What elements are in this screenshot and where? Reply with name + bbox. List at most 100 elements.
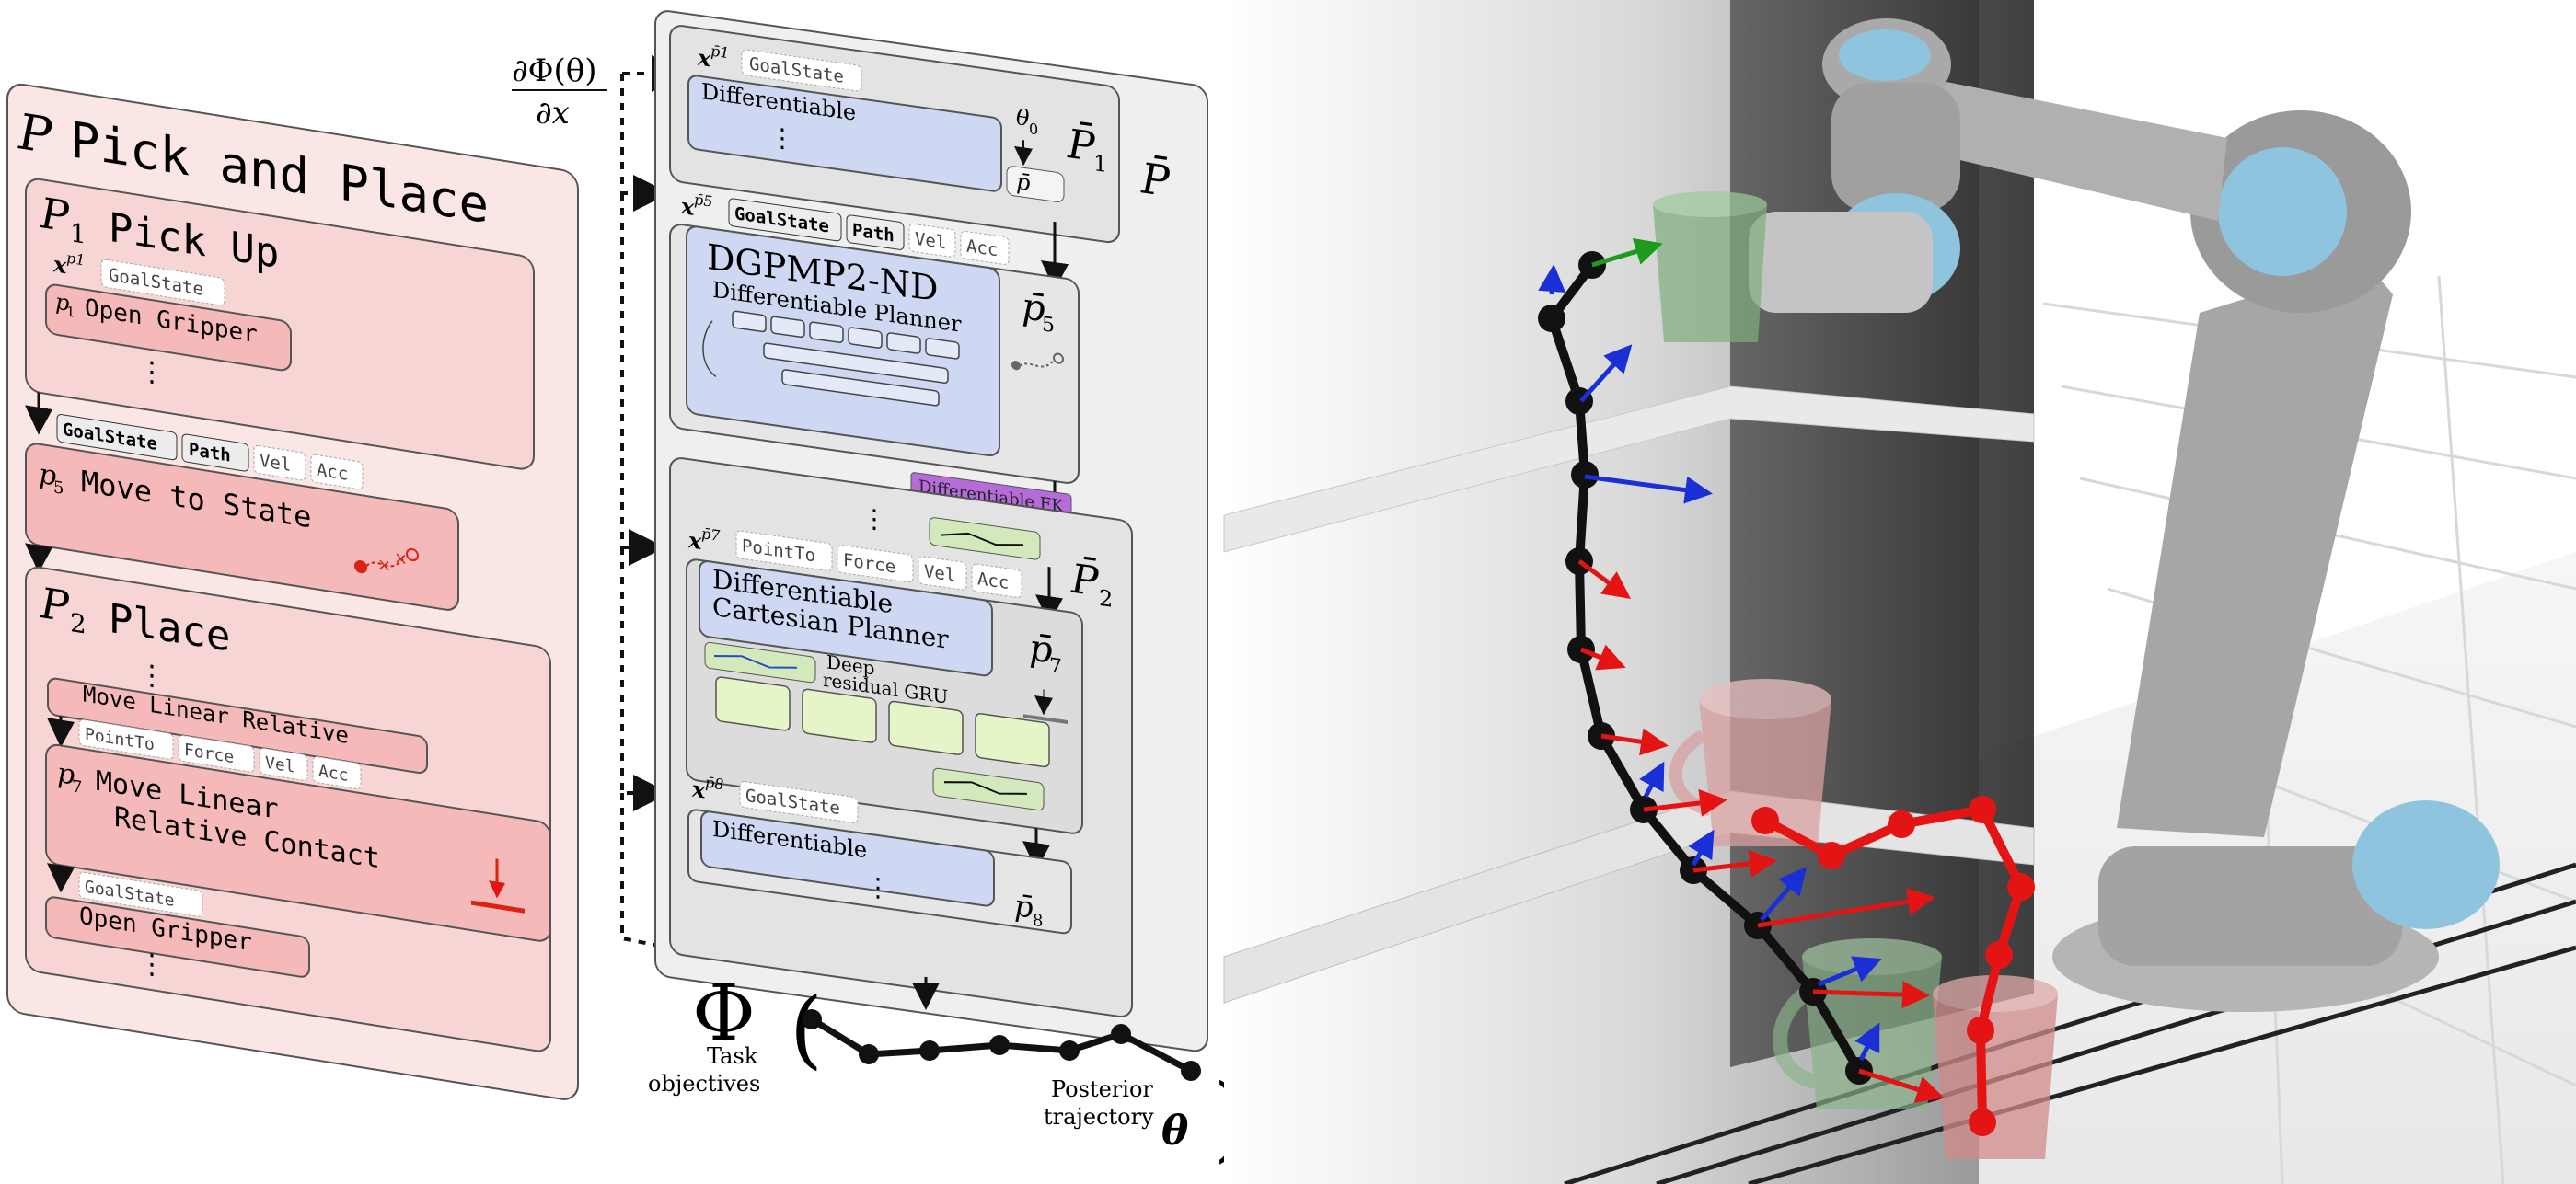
trajectory-glyph-grey-icon (1011, 352, 1064, 371)
x-p8-sup: p̄8 (705, 774, 723, 794)
op-p7-sym: p (57, 757, 75, 792)
trajectory-glyph-icon: × × (354, 547, 419, 576)
tag-acc-p5: Acc (317, 459, 348, 485)
x-pbar1-sup: p̄1 (710, 42, 729, 63)
right-ellipsis-3: ⋮ (865, 870, 891, 904)
left-paren: ( (790, 980, 823, 1078)
black-trajectory-waypoint (1571, 461, 1599, 489)
posterior-trajectory-waypoint (802, 1009, 822, 1029)
task-line2: objectives (648, 1071, 760, 1097)
gru-blocks (715, 676, 1050, 768)
robot-trajectory-black (1538, 251, 1873, 1085)
tag-vel-pbar7: Vel (924, 560, 955, 586)
op-p5-box (25, 443, 459, 611)
x-p7-sup: p̄7 (701, 524, 721, 545)
op-p1-box (45, 283, 292, 372)
pbar1-sub: 1 (1093, 150, 1107, 178)
left-program-panel: P Pick and Place P 1 Pick Up x p1 GoalSt… (6, 83, 579, 1100)
posterior-trajectory-waypoint (859, 1044, 879, 1064)
right-ellipsis-1: ⋮ (769, 121, 795, 155)
posterior-trajectory-waypoint (1111, 1024, 1131, 1044)
p8-symbol: p̄ (1014, 888, 1033, 925)
pbar2-sub: 2 (1099, 585, 1113, 613)
left-ellipsis-2: ⋮ (138, 658, 166, 695)
subprogram-p2-symbol: P (40, 578, 70, 632)
left-ellipsis-3: ⋮ (138, 947, 166, 983)
theta0-sym: θ (1016, 104, 1030, 132)
red-trajectory-waypoint (1818, 842, 1845, 869)
pbar1-symbol: P̄ (1067, 119, 1096, 171)
planner5-network-icon (702, 310, 960, 407)
subprogram-p1-sub: 1 (70, 217, 87, 250)
tag-acc-pbar7: Acc (977, 568, 1009, 593)
tag-goalstate-p1 (100, 259, 225, 306)
black-trajectory-line (1547, 261, 1864, 1074)
robot-trajectory-red (1751, 796, 2035, 1136)
red-trajectory-waypoint (1888, 810, 1915, 838)
posterior-trajectory-waypoint (1181, 1061, 1201, 1081)
frame-arrows (1538, 237, 1945, 1103)
subprogram-p2-sub: 2 (70, 607, 87, 640)
p5-sub: 5 (1042, 312, 1055, 338)
red-trajectory-waypoint (1985, 941, 2013, 969)
op-p1-sub: 1 (66, 303, 75, 320)
p7-sub: 7 (1049, 653, 1062, 679)
red-trajectory-waypoint (1969, 1109, 1996, 1136)
right-program-panel: P̄ P̄ 1 x p̄1 GoalState Differentiable ⋮… (654, 10, 1208, 1052)
x-p5-sym: x (680, 192, 695, 221)
program-p-symbol: P (17, 102, 53, 166)
x-p8-sym: x (691, 776, 706, 804)
tag-vel-p7: Vel (265, 753, 295, 777)
posterior-trajectory-waypoint (919, 1040, 940, 1061)
posterior-line1: Posterior (1051, 1076, 1153, 1102)
x-pbar1-sym: x (697, 44, 711, 73)
left-ellipsis-1: ⋮ (138, 354, 166, 391)
red-trajectory-waypoint (1751, 807, 1779, 834)
tag-acc-pbar5: Acc (966, 236, 998, 261)
op-p7-box (45, 743, 551, 942)
gradient-numerator: ∂Φ(θ) (512, 52, 596, 89)
svg-text:×: × (394, 548, 408, 569)
x-p1-sup: p1 (66, 248, 85, 269)
task-line1: Task (707, 1043, 758, 1069)
posterior-trajectory-waypoint (1059, 1040, 1080, 1061)
red-trajectory-waypoint (2007, 873, 2035, 901)
mug-pink-shelf (1669, 679, 1831, 846)
p8-sub: 8 (1033, 911, 1043, 932)
mug-red-bottom (1933, 975, 2058, 1159)
red-trajectory-waypoint (1967, 1017, 1994, 1044)
program-pbar-symbol: P̄ (1140, 152, 1171, 207)
gradient-label: ∂Φ(θ) ∂x (512, 52, 607, 132)
tag-vel-p5: Vel (260, 450, 291, 476)
gradient-denominator: ∂x (536, 95, 570, 132)
p7-symbol: p̄ (1029, 626, 1053, 672)
x-p7-sym: x (687, 526, 702, 555)
robot-arm (1749, 18, 2500, 1012)
pbar2-symbol: P̄ (1070, 554, 1100, 606)
pbar1-low: p̄ (1016, 168, 1030, 196)
black-trajectory-waypoint (1538, 305, 1565, 332)
svg-text:×: × (377, 555, 391, 576)
op-p1-sym: p (55, 289, 69, 316)
posterior-trajectory-polyline (802, 1009, 1201, 1081)
mug-top-green (1653, 191, 1767, 342)
x-p5-sup: p̄5 (694, 190, 712, 211)
tag-vel-pbar5: Vel (915, 228, 946, 254)
posterior-trajectory-waypoint (989, 1035, 1010, 1055)
red-trajectory-waypoint (1969, 796, 1996, 823)
right-ellipsis-2: ⋮ (861, 502, 887, 536)
theta-symbol: θ (1161, 1108, 1189, 1155)
subprogram-p1-symbol: P (40, 188, 70, 242)
phi-symbol: Φ (692, 968, 756, 1058)
x-p1-symbol: x (52, 250, 67, 279)
op-p5-sym: p (39, 458, 56, 493)
force-down-grey-icon (1023, 689, 1068, 725)
p5-symbol: p̄ (1022, 285, 1045, 330)
posterior-line2: trajectory (1044, 1104, 1154, 1130)
robot-scene-image (1223, 0, 2576, 1184)
op-p7-sub: 7 (72, 776, 82, 798)
op-p5-sub: 5 (53, 477, 64, 499)
force-down-icon (471, 858, 525, 914)
planner7-box (699, 560, 993, 677)
tag-acc-p7: Acc (318, 762, 349, 786)
